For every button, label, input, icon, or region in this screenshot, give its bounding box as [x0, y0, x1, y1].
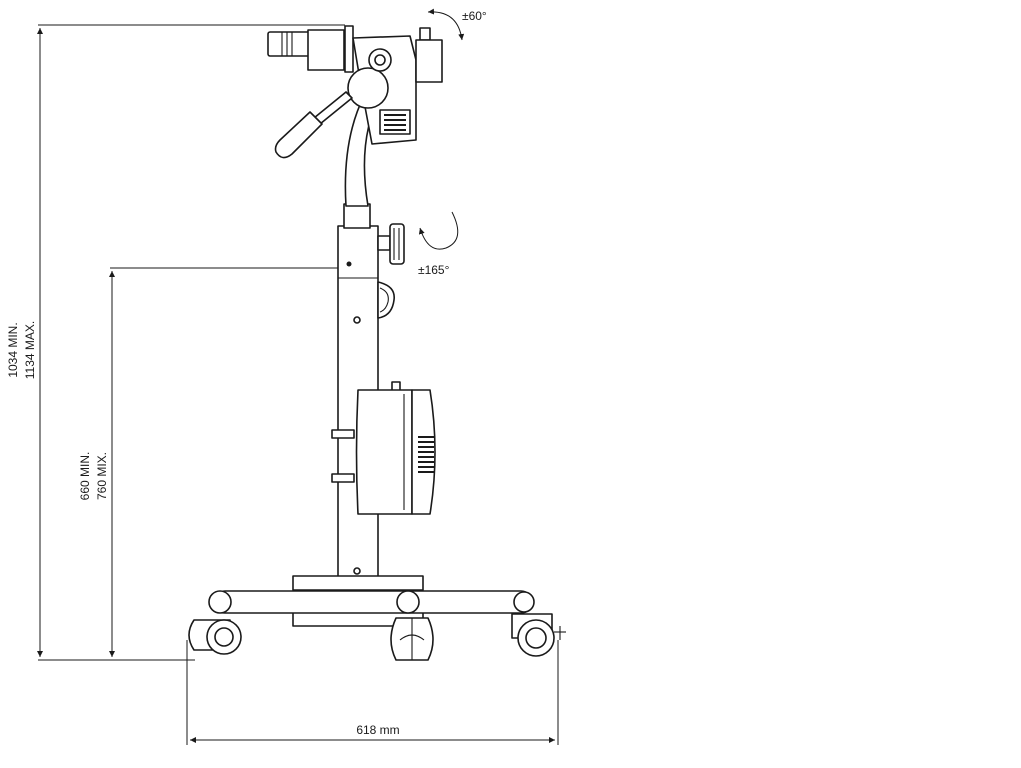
base-width-label: 618 mm	[356, 723, 399, 737]
arm-height-dimension: 660 MIN. 760 MIX.	[78, 267, 370, 657]
total-height-dimension: 1034 MIN. 1134 MAX.	[6, 24, 345, 661]
arm-height-max-label: 760 MIX.	[95, 452, 109, 500]
head-tilt-label: ±60°	[462, 9, 487, 23]
swivel-knob	[377, 223, 405, 265]
microscope-head	[267, 25, 443, 159]
total-height-max-label: 1134 MAX.	[23, 321, 37, 379]
vent-grille	[418, 436, 434, 473]
caster-right	[511, 613, 566, 657]
arm-swivel-label: ±165°	[418, 263, 450, 277]
arm-swivel-indicator: ±165°	[418, 211, 459, 277]
height-adjust-handle	[377, 281, 395, 319]
stand-base	[208, 575, 535, 627]
caster-left	[188, 619, 242, 655]
caster-middle	[390, 617, 434, 661]
arm-height-min-label: 660 MIN.	[78, 452, 92, 501]
total-height-min-label: 1034 MIN.	[6, 322, 20, 377]
head-tilt-indicator: ±60°	[427, 8, 487, 41]
base-width-dimension: 618 mm	[186, 640, 559, 745]
light-source-box	[331, 381, 436, 515]
